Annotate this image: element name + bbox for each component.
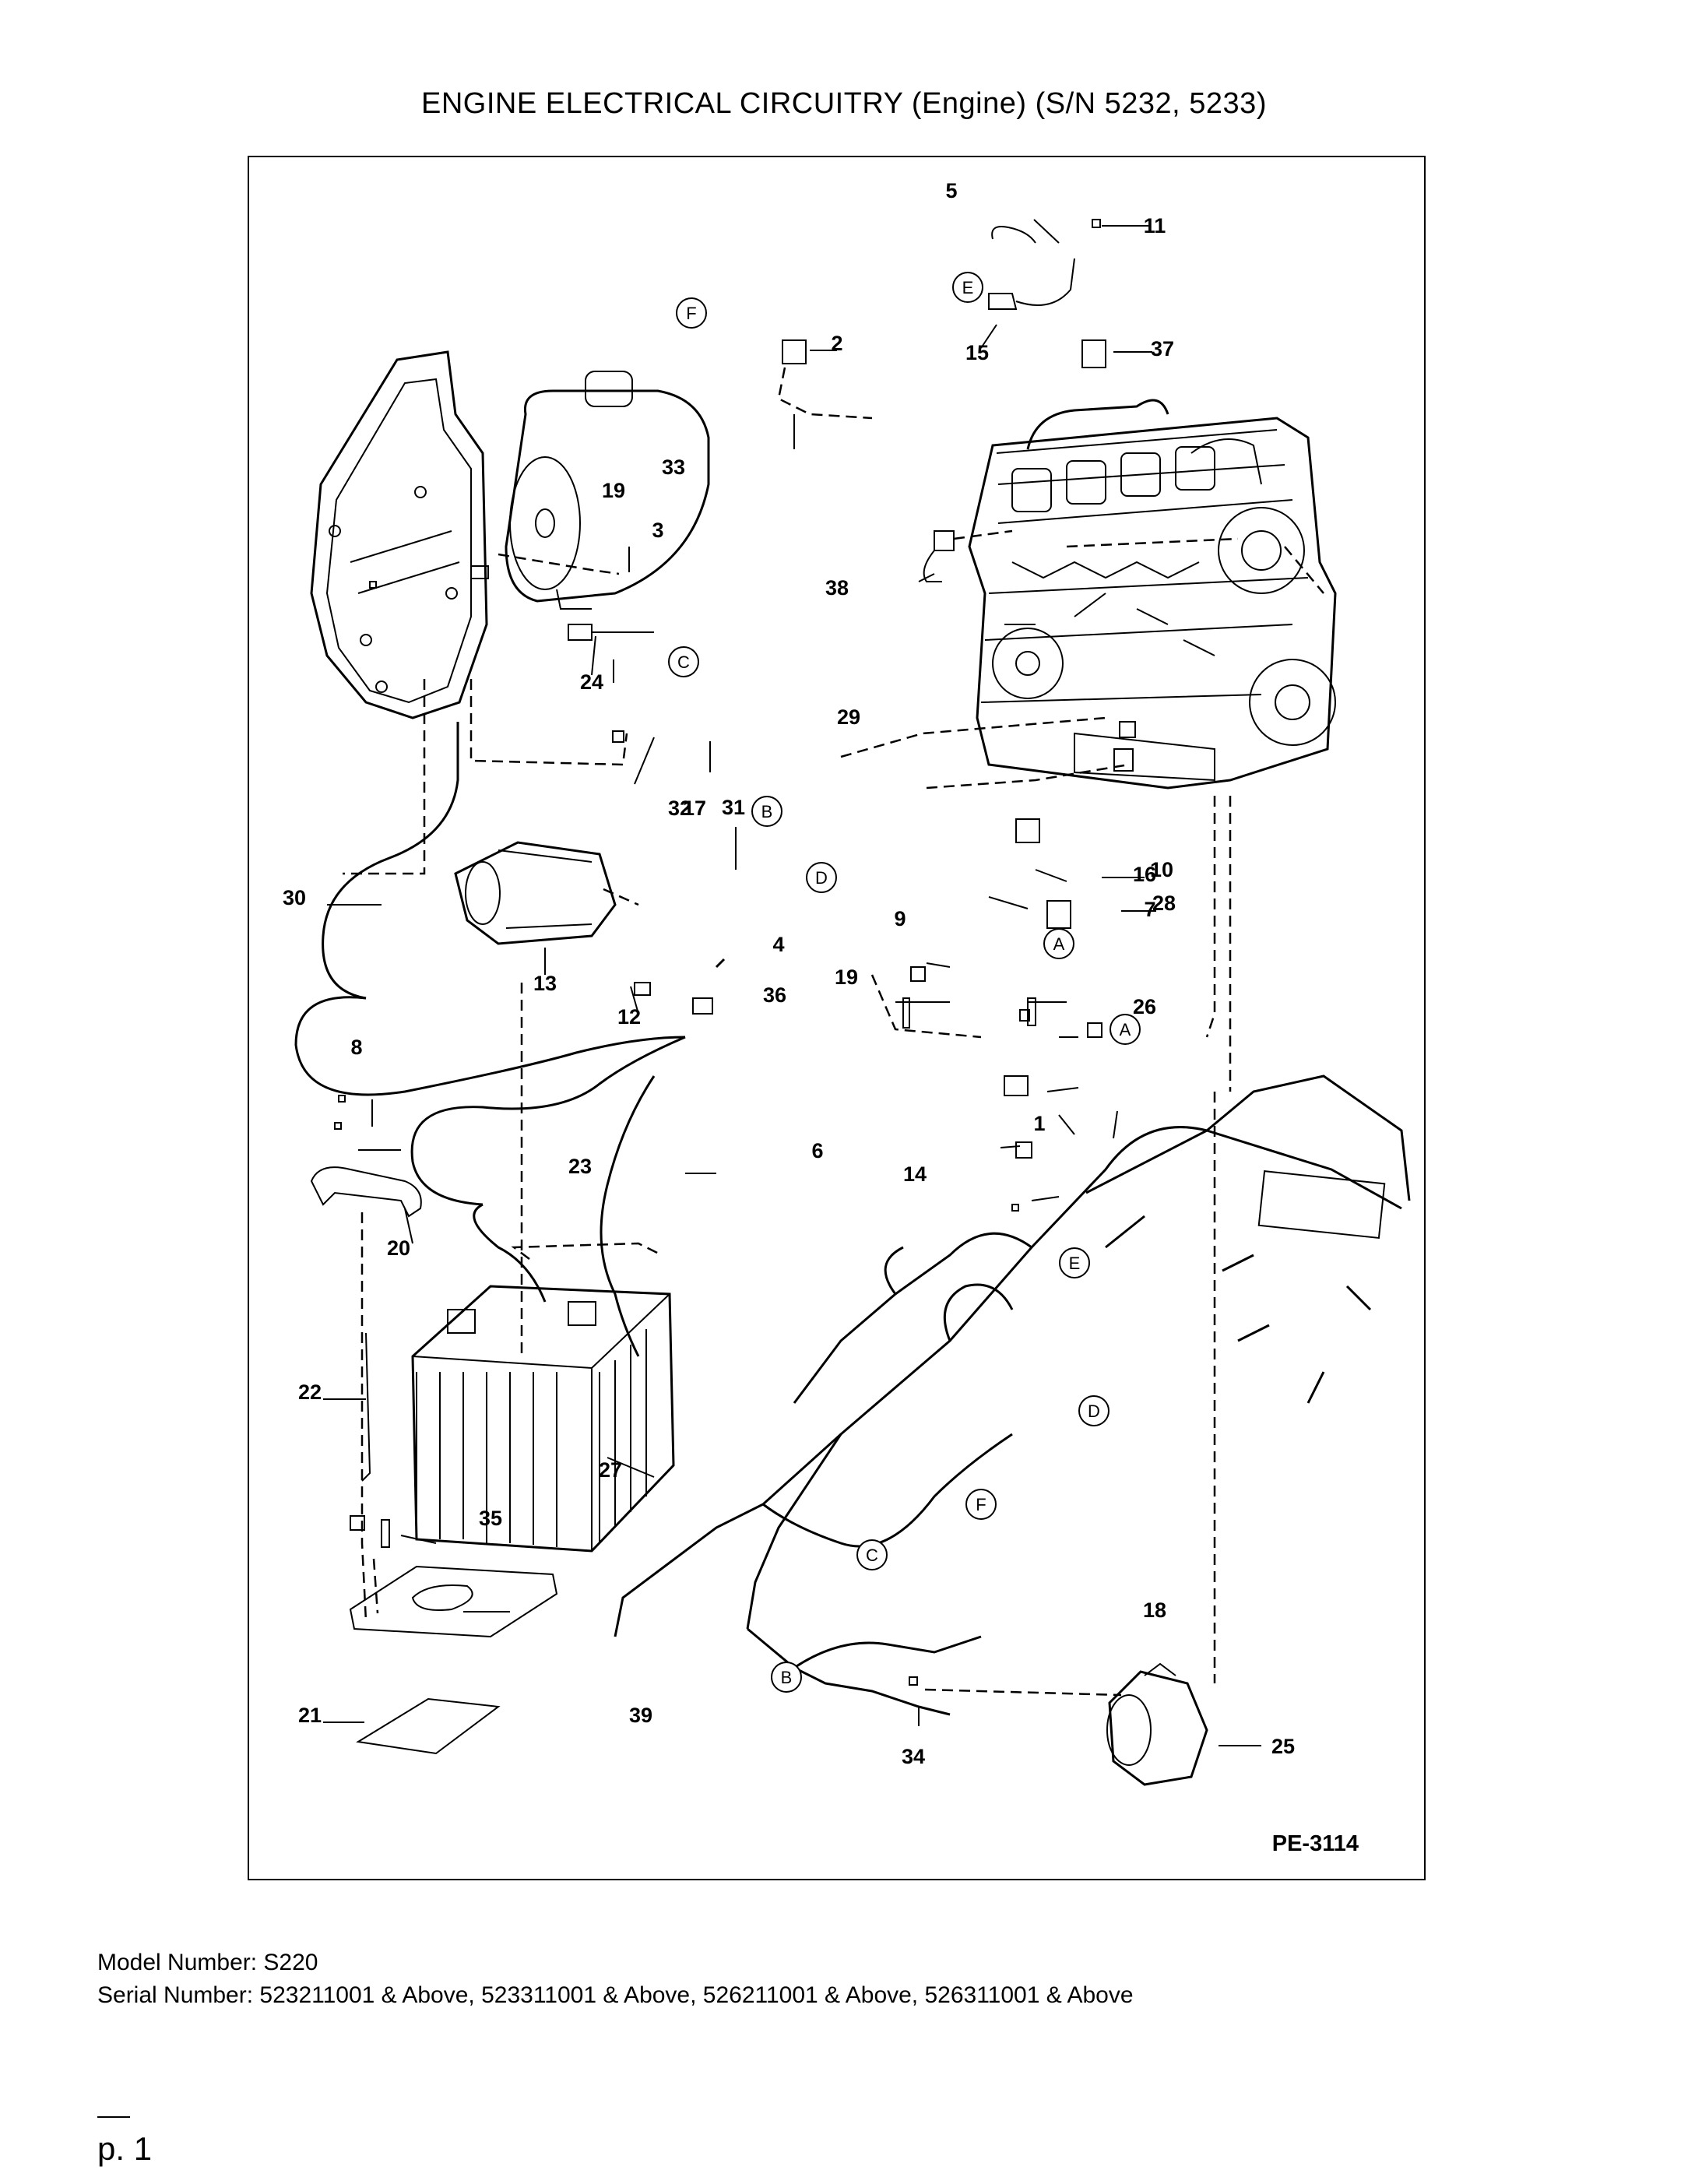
leader-lines: [323, 219, 1261, 1746]
callout-2: 2: [831, 332, 842, 355]
serial-number: Serial Number: 523211001 & Above, 523311…: [97, 1982, 1134, 2008]
callout-29: 29: [837, 705, 860, 729]
callout-15: 15: [965, 341, 989, 364]
connector-label-A: A: [1053, 934, 1065, 954]
air-cleaner-drawing: [505, 371, 710, 610]
clip-5-drawing: [991, 226, 1036, 244]
connector-circles: [668, 272, 1141, 1693]
callout-28: 28: [1152, 892, 1176, 915]
callout-21: 21: [298, 1704, 322, 1727]
callout-8: 8: [350, 1036, 362, 1059]
connector-label-A: A: [1120, 1020, 1131, 1039]
connector-label-E: E: [1069, 1254, 1081, 1273]
hardware-drawing: [334, 219, 1136, 1686]
connector-label-E: E: [962, 278, 974, 297]
callout-7: 7: [1144, 898, 1155, 921]
callout-22: 22: [298, 1380, 322, 1404]
callout-33: 33: [662, 455, 685, 479]
page-title: ENGINE ELECTRICAL CIRCUITRY (Engine) (S/…: [421, 87, 1267, 120]
engine-drawing: [968, 399, 1337, 790]
connector-label-D: D: [815, 868, 828, 888]
control-module-drawing: [1257, 1170, 1386, 1240]
callout-31: 31: [722, 796, 745, 819]
callout-19: 19: [602, 479, 625, 502]
callout-30: 30: [283, 886, 306, 909]
callout-39: 39: [629, 1704, 652, 1727]
callout-4: 4: [772, 933, 784, 956]
callout-6: 6: [811, 1139, 823, 1162]
housing-drawing: [310, 350, 488, 719]
page-number: p. 1: [97, 2130, 153, 2167]
cables-drawing: [294, 722, 726, 1303]
connector-label-B: B: [761, 802, 773, 821]
callout-14: 14: [903, 1162, 927, 1186]
callout-24: 24: [580, 670, 603, 694]
connector-label-F: F: [686, 304, 696, 323]
assembly-lines: [343, 367, 1324, 1697]
callout-1: 1: [1033, 1112, 1045, 1135]
callout-34: 34: [902, 1745, 925, 1768]
callout-20: 20: [387, 1236, 410, 1260]
callout-18: 18: [1143, 1598, 1166, 1622]
callout-16: 16: [1133, 863, 1156, 886]
alternator-drawing: [1106, 1662, 1208, 1786]
callout-11: 11: [1144, 214, 1166, 237]
callout-layer: 1234567891011121314151617181919202122232…: [283, 179, 1359, 1856]
callout-26: 26: [1133, 995, 1156, 1018]
figure-id: PE-3114: [1272, 1831, 1359, 1856]
callout-17: 17: [683, 797, 706, 820]
connector-label-C: C: [866, 1546, 878, 1565]
page-rule: [97, 2116, 130, 2118]
callout-32: 32: [668, 797, 691, 820]
callout-37: 37: [1151, 337, 1174, 360]
connector-label-C: C: [677, 652, 690, 672]
callout-3: 3: [652, 519, 663, 542]
wiring-harness-drawing: [600, 1074, 1411, 1716]
plate-22-drawing: [356, 1697, 501, 1755]
connector-label-B: B: [781, 1668, 793, 1687]
connector-label-D: D: [1088, 1401, 1100, 1421]
hold-down-20-drawing: [310, 1166, 422, 1218]
sensor-15-drawing: [988, 258, 1075, 310]
model-number: Model Number: S220: [97, 1950, 318, 1975]
exploded-parts-diagram: [294, 219, 1411, 1786]
sender-2-drawing: [782, 339, 807, 364]
callout-36: 36: [763, 983, 786, 1007]
starter-drawing: [454, 841, 617, 945]
callout-5: 5: [945, 179, 957, 202]
callout-25: 25: [1271, 1735, 1295, 1758]
connector-label-F: F: [976, 1495, 986, 1514]
rod-21-drawing: [361, 1332, 371, 1482]
callout-13: 13: [533, 972, 557, 995]
tray-18-drawing: [349, 1565, 558, 1638]
callout-10: 10: [1150, 858, 1173, 881]
callout-9: 9: [894, 907, 906, 930]
callout-38: 38: [825, 576, 849, 600]
sensor-24-drawing: [568, 624, 654, 641]
sensor-39-drawing: [923, 530, 955, 582]
callout-23: 23: [568, 1155, 592, 1178]
callout-19: 19: [835, 965, 858, 989]
sensor-38-drawing: [1081, 339, 1106, 368]
callout-35: 35: [479, 1507, 502, 1530]
callout-27: 27: [599, 1458, 622, 1482]
callout-12: 12: [617, 1005, 641, 1029]
